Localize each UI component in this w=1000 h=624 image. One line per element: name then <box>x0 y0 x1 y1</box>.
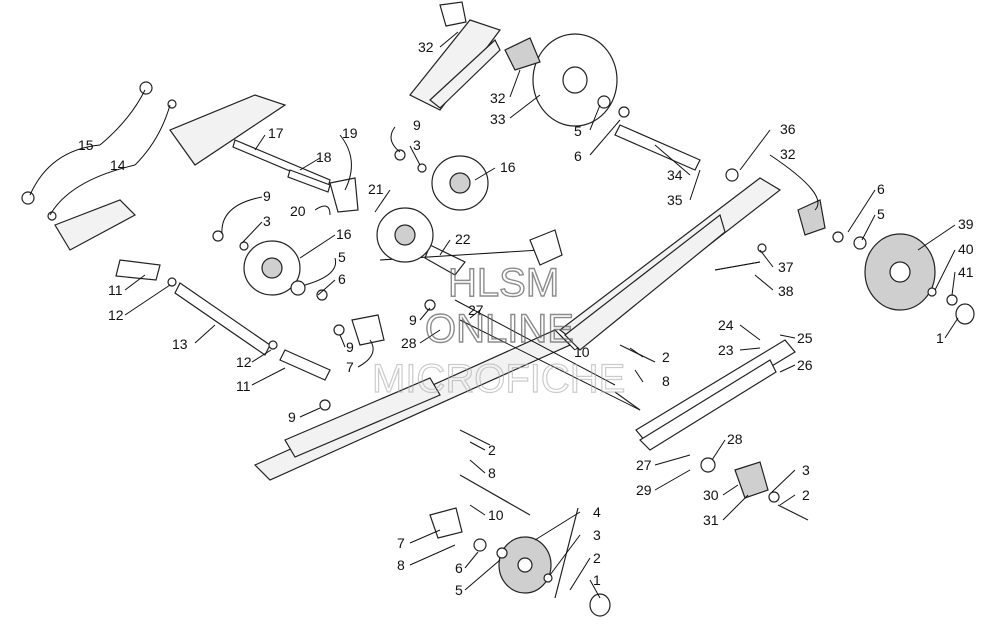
callout-29: 29 <box>636 482 652 498</box>
callout-23: 23 <box>718 342 734 358</box>
callout-7: 7 <box>397 535 405 551</box>
callout-6: 6 <box>877 181 885 197</box>
callout-32: 32 <box>418 39 434 55</box>
callout-21: 21 <box>368 181 384 197</box>
callout-5: 5 <box>877 206 885 222</box>
callout-2: 2 <box>488 442 496 458</box>
callout-27: 27 <box>636 457 652 473</box>
callout-33: 33 <box>490 111 506 127</box>
callout-1: 1 <box>936 330 944 346</box>
callout-6: 6 <box>338 271 346 287</box>
callout-17: 17 <box>268 125 284 141</box>
callout-5: 5 <box>338 249 346 265</box>
callout-3: 3 <box>593 527 601 543</box>
callout-9: 9 <box>346 339 354 355</box>
leader-lines <box>29 31 959 599</box>
callout-8: 8 <box>397 557 405 573</box>
idler-wheel-16b <box>376 207 434 263</box>
callout-34: 34 <box>667 167 683 183</box>
callout-39: 39 <box>958 216 974 232</box>
callout-3: 3 <box>802 462 810 478</box>
callout-2: 2 <box>662 349 670 365</box>
small-parts <box>21 1 975 617</box>
callout-16: 16 <box>336 226 352 242</box>
callout-40: 40 <box>958 241 974 257</box>
idler-wheel-large <box>532 33 618 127</box>
callout-13: 13 <box>172 336 188 352</box>
callout-36: 36 <box>780 121 796 137</box>
callout-30: 30 <box>703 487 719 503</box>
watermark-line-1: HLSM <box>448 261 559 305</box>
callout-38: 38 <box>778 283 794 299</box>
callout-8: 8 <box>488 465 496 481</box>
watermark-line-3: MICROFICHE <box>372 357 625 401</box>
callout-1: 1 <box>593 572 601 588</box>
lower-rail <box>253 329 572 481</box>
spoked-wheel-bottom <box>498 536 552 594</box>
callout-9: 9 <box>288 409 296 425</box>
callout-labels: 32 32 33 5 6 36 32 34 35 6 5 39 40 41 1 … <box>78 39 974 598</box>
idler-wheel-16a <box>431 155 489 211</box>
callout-5: 5 <box>455 582 463 598</box>
callout-15: 15 <box>78 137 94 153</box>
callout-12: 12 <box>236 354 252 370</box>
callout-19: 19 <box>342 125 358 141</box>
callout-22: 22 <box>455 231 471 247</box>
callout-10: 10 <box>488 507 504 523</box>
callout-9: 9 <box>263 188 271 204</box>
callout-6: 6 <box>574 148 582 164</box>
callout-12: 12 <box>108 307 124 323</box>
callout-8: 8 <box>662 373 670 389</box>
upper-rail <box>409 19 501 111</box>
callout-6: 6 <box>455 560 463 576</box>
callout-7: 7 <box>346 359 354 375</box>
callout-41: 41 <box>958 264 974 280</box>
callout-27: 27 <box>468 302 484 318</box>
callout-3: 3 <box>263 213 271 229</box>
callout-9: 9 <box>413 117 421 133</box>
callout-28: 28 <box>727 431 743 447</box>
callout-5: 5 <box>574 123 582 139</box>
callout-26: 26 <box>797 357 813 373</box>
callout-11: 11 <box>108 282 123 298</box>
watermark-line-2: ONLINE <box>425 307 574 351</box>
callout-2: 2 <box>802 487 810 503</box>
callout-10: 10 <box>574 344 590 360</box>
callout-25: 25 <box>797 330 813 346</box>
callout-37: 37 <box>778 259 794 275</box>
callout-2: 2 <box>593 550 601 566</box>
callout-32: 32 <box>490 90 506 106</box>
callout-32: 32 <box>780 146 796 162</box>
callout-16: 16 <box>500 159 516 175</box>
left-upper-rail <box>54 94 287 251</box>
callout-20: 20 <box>290 203 306 219</box>
spring-arm <box>635 339 796 451</box>
callout-35: 35 <box>667 192 683 208</box>
right-rail <box>559 177 782 351</box>
callout-14: 14 <box>110 157 126 173</box>
callout-9: 9 <box>409 312 417 328</box>
spoked-wheel-right <box>864 233 936 311</box>
callout-28: 28 <box>401 335 417 351</box>
shafts <box>115 124 761 411</box>
callout-11: 11 <box>236 378 251 394</box>
callout-24: 24 <box>718 317 734 333</box>
callout-31: 31 <box>703 512 719 528</box>
idler-wheel-16c <box>243 240 301 296</box>
callout-18: 18 <box>316 149 332 165</box>
watermark: HLSM ONLINE MICROFICHE <box>371 260 626 401</box>
callout-3: 3 <box>413 137 421 153</box>
callout-4: 4 <box>593 504 601 520</box>
